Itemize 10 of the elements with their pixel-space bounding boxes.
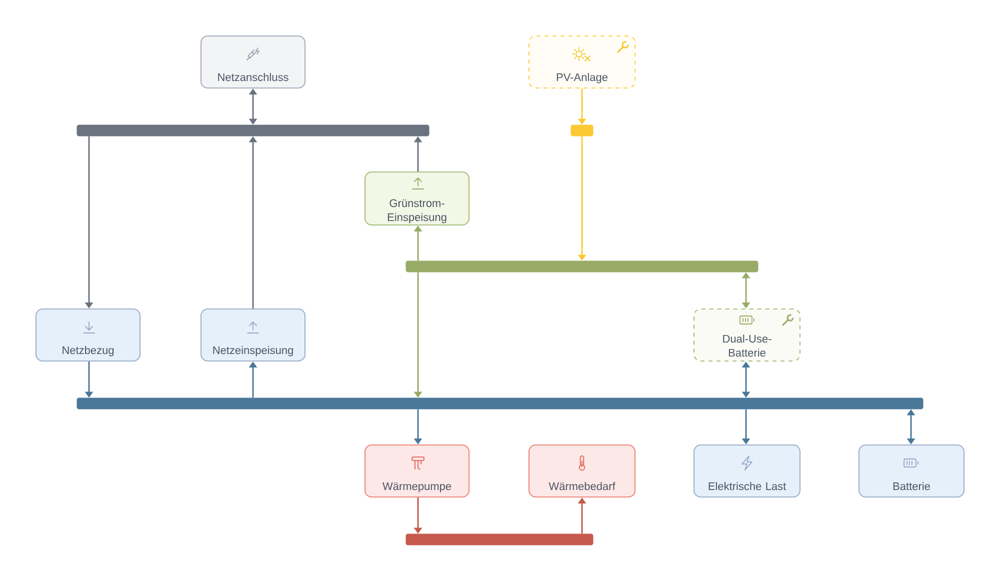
component-box: Wärmebedarf [528, 444, 636, 498]
component-box: Batterie [858, 444, 965, 498]
component-box: Wärmepumpe [364, 444, 470, 498]
component-box: Dual-Use-Batterie [693, 308, 801, 362]
component-box: Netzanschluss [200, 35, 306, 89]
component-box: Grünstrom-Einspeisung [364, 171, 470, 226]
component-box: Netzeinspeisung [200, 308, 306, 362]
component-box: Netzbezug [35, 308, 141, 362]
component-box: PV-Anlage [528, 35, 636, 89]
component-box: Elektrische Last [693, 444, 801, 498]
